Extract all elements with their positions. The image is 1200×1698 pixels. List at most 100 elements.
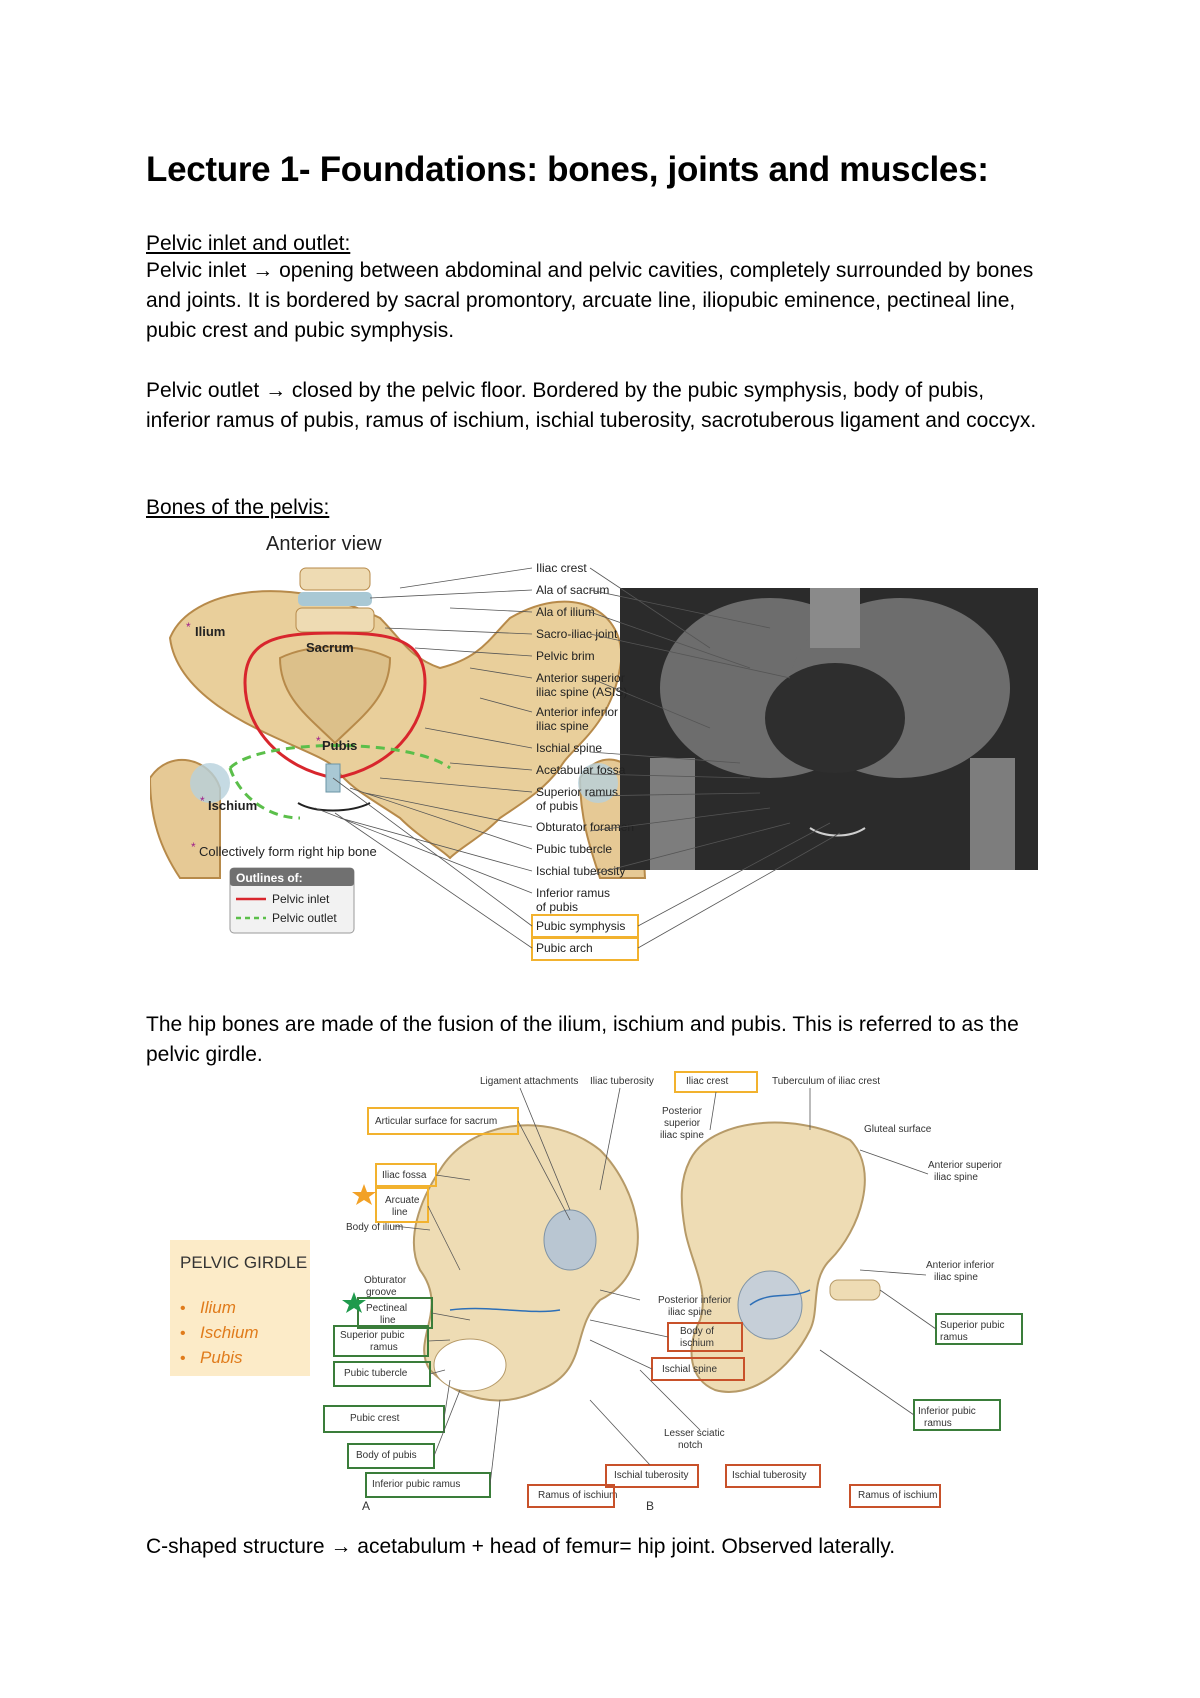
c-shaped-text: acetabulum + head of femur= hip joint. O… bbox=[357, 1535, 895, 1558]
svg-text:iliac spine: iliac spine bbox=[934, 1272, 978, 1283]
svg-text:iliac spine: iliac spine bbox=[660, 1130, 704, 1141]
svg-text:ramus: ramus bbox=[370, 1342, 398, 1353]
legend-title: Outlines of: bbox=[236, 871, 303, 885]
svg-text:•: • bbox=[180, 1300, 186, 1317]
svg-text:notch: notch bbox=[678, 1440, 702, 1451]
girdle-item-ischium: Ischium bbox=[200, 1323, 259, 1342]
heading-bones-of-pelvis: Bones of the pelvis: bbox=[146, 496, 329, 520]
svg-text:of pubis: of pubis bbox=[536, 900, 578, 914]
svg-text:Ischial tuberosity: Ischial tuberosity bbox=[614, 1470, 688, 1481]
svg-text:Superior pubic: Superior pubic bbox=[340, 1330, 404, 1341]
svg-text:Obturator: Obturator bbox=[364, 1275, 407, 1286]
outlines-legend: Outlines of: Pelvic inlet Pelvic outlet bbox=[230, 868, 354, 933]
svg-text:•: • bbox=[180, 1325, 186, 1342]
svg-text:*: * bbox=[191, 840, 196, 854]
svg-text:Anterior superior: Anterior superior bbox=[536, 671, 625, 685]
svg-text:superior: superior bbox=[664, 1118, 701, 1129]
svg-text:line: line bbox=[392, 1207, 408, 1218]
label-sacrum: Sacrum bbox=[306, 640, 354, 655]
svg-text:Articular surface for sacrum: Articular surface for sacrum bbox=[375, 1116, 497, 1127]
outlet-label: Pelvic outlet bbox=[146, 379, 259, 402]
label-ischium: Ischium bbox=[208, 798, 257, 813]
pelvic-girdle-figure: PELVIC GIRDLE • Ilium • Ischium • Pubis … bbox=[170, 1070, 1040, 1520]
label-ilium: Ilium bbox=[195, 624, 225, 639]
legend-inlet: Pelvic inlet bbox=[272, 892, 330, 906]
svg-text:Superior pubic: Superior pubic bbox=[940, 1320, 1004, 1331]
inlet-text: opening between abdominal and pelvic cav… bbox=[146, 259, 1033, 342]
svg-text:ramus: ramus bbox=[924, 1418, 952, 1429]
pelvis-anterior-figure: Anterior view * Ilium Sacrum * Pubis * I… bbox=[150, 528, 1050, 990]
star-icon bbox=[352, 1184, 376, 1205]
svg-text:Pelvic brim: Pelvic brim bbox=[536, 649, 595, 663]
label-collectively-note: Collectively form right hip bone bbox=[199, 844, 377, 859]
svg-text:Posterior inferior: Posterior inferior bbox=[658, 1295, 732, 1306]
svg-text:line: line bbox=[380, 1315, 396, 1326]
lecture-title: Lecture 1- Foundations: bones, joints an… bbox=[146, 150, 989, 190]
svg-text:Tuberculum of iliac crest: Tuberculum of iliac crest bbox=[772, 1076, 880, 1087]
svg-text:Ala of ilium: Ala of ilium bbox=[536, 605, 595, 619]
paragraph-c-shaped: C-shaped structure → acetabulum + head o… bbox=[146, 1532, 1046, 1562]
pelvic-girdle-box: PELVIC GIRDLE • Ilium • Ischium • Pubis bbox=[170, 1240, 310, 1376]
svg-text:iliac spine: iliac spine bbox=[668, 1307, 712, 1318]
svg-text:Ramus of ischium: Ramus of ischium bbox=[538, 1490, 617, 1501]
svg-text:Pectineal: Pectineal bbox=[366, 1303, 407, 1314]
svg-text:Pubic symphysis: Pubic symphysis bbox=[536, 919, 625, 933]
svg-text:Anterior superior: Anterior superior bbox=[928, 1160, 1003, 1171]
arrow-icon: → bbox=[330, 1535, 351, 1558]
svg-text:Iliac crest: Iliac crest bbox=[686, 1076, 728, 1087]
legend-outlet: Pelvic outlet bbox=[272, 911, 337, 925]
svg-text:Ischial spine: Ischial spine bbox=[662, 1364, 717, 1375]
svg-text:Inferior ramus: Inferior ramus bbox=[536, 886, 610, 900]
svg-text:•: • bbox=[180, 1350, 186, 1367]
svg-text:Ligament attachments: Ligament attachments bbox=[480, 1076, 578, 1087]
star-icon bbox=[342, 1292, 366, 1313]
svg-text:Pubic tubercle: Pubic tubercle bbox=[536, 842, 612, 856]
svg-text:Ischial tuberosity: Ischial tuberosity bbox=[732, 1470, 806, 1481]
arrow-icon: → bbox=[252, 259, 273, 282]
svg-text:iliac spine (ASIS): iliac spine (ASIS) bbox=[536, 685, 627, 699]
svg-text:Superior ramus: Superior ramus bbox=[536, 785, 618, 799]
svg-text:Inferior pubic: Inferior pubic bbox=[918, 1406, 976, 1417]
svg-text:Body of pubis: Body of pubis bbox=[356, 1450, 417, 1461]
svg-text:of pubis: of pubis bbox=[536, 799, 578, 813]
svg-text:Lesser sciatic: Lesser sciatic bbox=[664, 1428, 725, 1439]
panel-label-b: B bbox=[646, 1499, 654, 1513]
svg-text:groove: groove bbox=[366, 1287, 397, 1298]
svg-text:ramus: ramus bbox=[940, 1332, 968, 1343]
svg-text:Ramus of ischium: Ramus of ischium bbox=[858, 1490, 937, 1501]
svg-text:Ischial tuberosity: Ischial tuberosity bbox=[536, 864, 625, 878]
svg-text:Inferior pubic ramus: Inferior pubic ramus bbox=[372, 1479, 460, 1490]
figure2-top-labels: Ligament attachments Iliac tuberosity Il… bbox=[480, 1076, 880, 1087]
anterior-view-title: Anterior view bbox=[266, 533, 382, 555]
svg-text:Body of: Body of bbox=[680, 1326, 714, 1337]
svg-text:Body of ilium: Body of ilium bbox=[346, 1222, 403, 1233]
svg-text:Gluteal surface: Gluteal surface bbox=[864, 1124, 932, 1135]
inlet-label: Pelvic inlet bbox=[146, 259, 246, 282]
svg-text:Ischial spine: Ischial spine bbox=[536, 741, 602, 755]
svg-text:iliac spine: iliac spine bbox=[934, 1172, 978, 1183]
svg-text:Arcuate: Arcuate bbox=[385, 1195, 420, 1206]
svg-text:*: * bbox=[316, 734, 321, 748]
svg-text:*: * bbox=[186, 620, 191, 634]
girdle-title: PELVIC GIRDLE bbox=[180, 1253, 307, 1272]
svg-text:Ala of sacrum: Ala of sacrum bbox=[536, 583, 609, 597]
pelvis-xray-image bbox=[620, 588, 1038, 870]
arrow-icon: → bbox=[265, 379, 286, 402]
svg-text:Posterior: Posterior bbox=[662, 1106, 703, 1117]
svg-text:Sacro-iliac joint: Sacro-iliac joint bbox=[536, 627, 618, 641]
label-pubis: Pubis bbox=[322, 738, 357, 753]
paragraph-pelvic-inlet: Pelvic inlet → opening between abdominal… bbox=[146, 256, 1046, 346]
svg-text:Anterior inferior: Anterior inferior bbox=[536, 705, 618, 719]
girdle-item-ilium: Ilium bbox=[200, 1298, 236, 1317]
svg-text:Iliac tuberosity: Iliac tuberosity bbox=[590, 1076, 654, 1087]
panel-label-a: A bbox=[362, 1499, 370, 1513]
svg-text:Pubic arch: Pubic arch bbox=[536, 941, 593, 955]
paragraph-hip-bones: The hip bones are made of the fusion of … bbox=[146, 1010, 1046, 1070]
svg-text:iliac spine: iliac spine bbox=[536, 719, 589, 733]
svg-text:Iliac crest: Iliac crest bbox=[536, 561, 587, 575]
c-shaped-label: C-shaped structure bbox=[146, 1535, 325, 1558]
svg-text:ischium: ischium bbox=[680, 1338, 714, 1349]
svg-text:Pubic tubercle: Pubic tubercle bbox=[344, 1368, 408, 1379]
svg-text:Iliac fossa: Iliac fossa bbox=[382, 1170, 427, 1181]
